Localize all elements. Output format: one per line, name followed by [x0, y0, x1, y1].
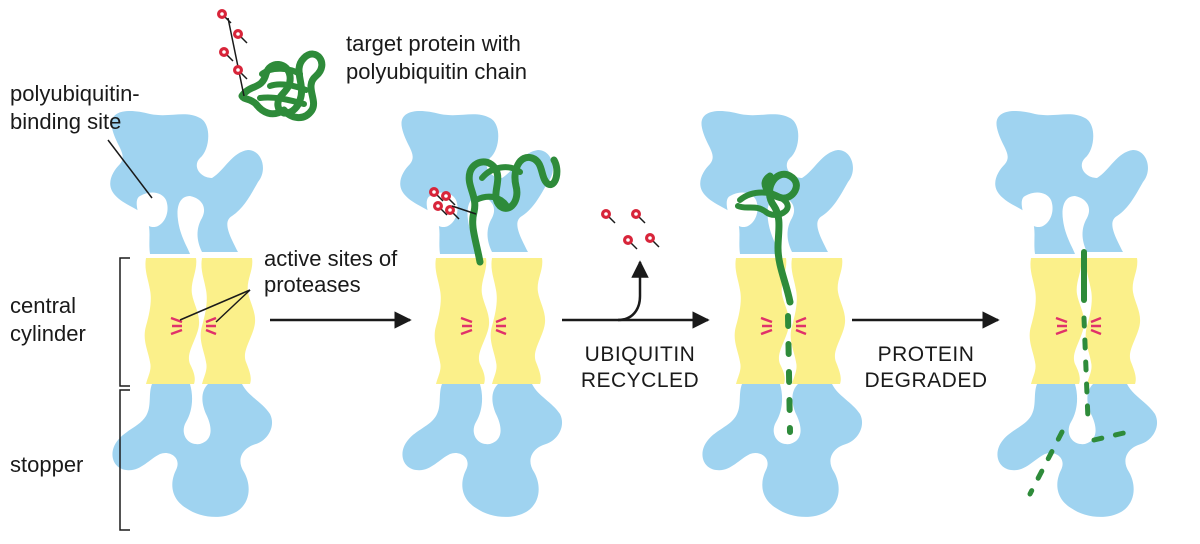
proteasome-1	[110, 111, 272, 517]
bracket-stopper	[119, 389, 130, 531]
leader-active-site-left	[179, 289, 251, 321]
free-ubiquitin-icon	[600, 208, 660, 250]
translocating-protein-icon	[735, 170, 800, 435]
active-sites-label: active sites of proteases	[264, 246, 398, 297]
arrow-ubiquitin-recycled	[562, 260, 710, 329]
bound-protein-icon	[428, 153, 561, 266]
bracket-central-cylinder	[119, 257, 130, 387]
target-protein-icon	[216, 8, 326, 121]
binding-site-label: polyubiquitin-binding site	[10, 81, 140, 134]
ubiquitin-recycled-label: UBIQUITIN RECYCLED	[580, 343, 700, 392]
protein-degraded-label: PROTEIN DEGRADED	[864, 343, 988, 392]
central-cylinder-label: central cylinder	[10, 293, 86, 346]
proteasome-2	[400, 111, 562, 517]
degraded-protein-icon	[1027, 249, 1131, 497]
target-protein-label: target protein with polyubiquitin chain	[346, 31, 528, 84]
leader-active-site-right	[215, 289, 251, 323]
stopper-label: stopper	[10, 452, 84, 477]
leader-binding-site	[107, 139, 153, 199]
proteasome-4	[995, 111, 1157, 517]
